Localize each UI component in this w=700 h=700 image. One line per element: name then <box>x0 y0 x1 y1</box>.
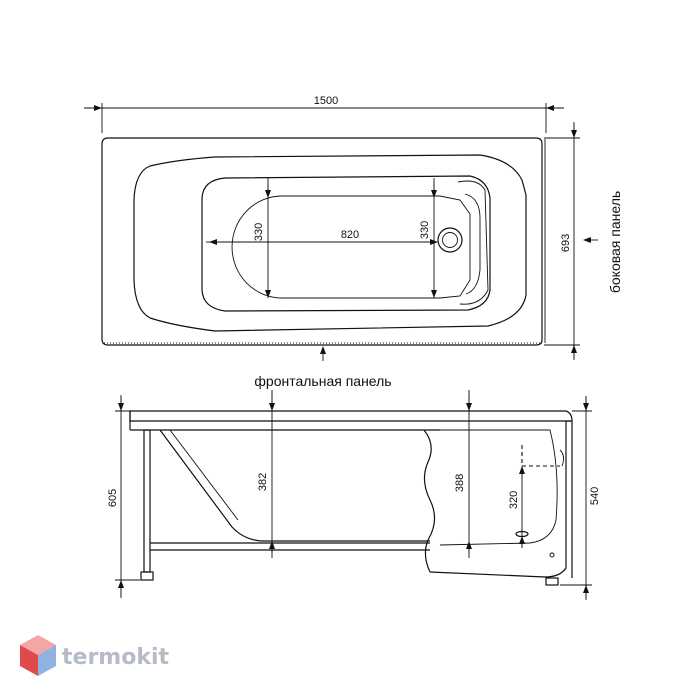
side-view: 605 382 388 320 <box>107 390 601 600</box>
overflow-pipe <box>521 445 560 467</box>
dim-depth-left-label: 382 <box>257 473 269 491</box>
side-rim <box>129 410 573 422</box>
tub-right-inner-wall <box>439 429 558 546</box>
bowl-outer-contour <box>133 154 527 332</box>
drain-inner-circle <box>442 232 458 248</box>
dim-width-label: 693 <box>560 234 572 252</box>
front-panel-label: фронтальная панель <box>254 373 391 389</box>
watermark-brand-text: termokit <box>62 645 169 670</box>
dim-inner-width-left-label: 330 <box>253 223 265 241</box>
dim-rim-height-label: 540 <box>589 487 601 505</box>
dim-inner-width-left: 330 <box>253 178 271 298</box>
dim-depth-right-label: 388 <box>454 474 466 492</box>
dim-length-label: 1500 <box>314 95 338 107</box>
overflow-outlet <box>559 449 565 467</box>
side-panel-label: боковая панель <box>607 191 623 293</box>
top-outer-rim <box>101 137 543 346</box>
dim-total-height-label: 605 <box>107 489 119 507</box>
dim-depth-right-388: 388 <box>454 390 472 558</box>
dim-drain-height-320: 320 <box>508 466 525 548</box>
bowl-inner-contour <box>201 175 491 312</box>
section-break-wave <box>423 429 436 573</box>
dim-rim-height-540: 540 <box>560 396 601 600</box>
headrest-contour <box>457 180 489 305</box>
drain-outer-circle <box>437 227 463 253</box>
dim-drain-height-label: 320 <box>508 491 520 509</box>
dim-depth-left-382: 382 <box>257 390 275 558</box>
right-foot <box>545 577 559 586</box>
top-view: 1500 693 боковая панель фронтальная пане… <box>84 95 623 389</box>
tub-body-slope <box>159 429 430 542</box>
dim-inner-width-right-label: 330 <box>419 221 431 239</box>
termokit-logo-icon <box>20 635 56 676</box>
watermark: termokit <box>20 635 169 676</box>
dim-total-height-605: 605 <box>107 395 140 598</box>
dim-inner-length-label: 820 <box>341 229 359 241</box>
bowl-floor-outline <box>231 195 471 299</box>
left-leg-post <box>143 429 151 573</box>
dim-length-1500: 1500 <box>84 95 564 133</box>
dim-inner-length-820: 820 <box>206 229 438 245</box>
headrest-inner <box>464 193 481 295</box>
left-foot <box>140 571 154 581</box>
tub-body-slope-inner <box>169 429 239 521</box>
dim-width-693: 693 <box>544 122 580 360</box>
tub-right-end <box>429 421 567 578</box>
grounding-point <box>549 552 555 558</box>
dim-inner-width-right: 330 <box>419 178 437 298</box>
